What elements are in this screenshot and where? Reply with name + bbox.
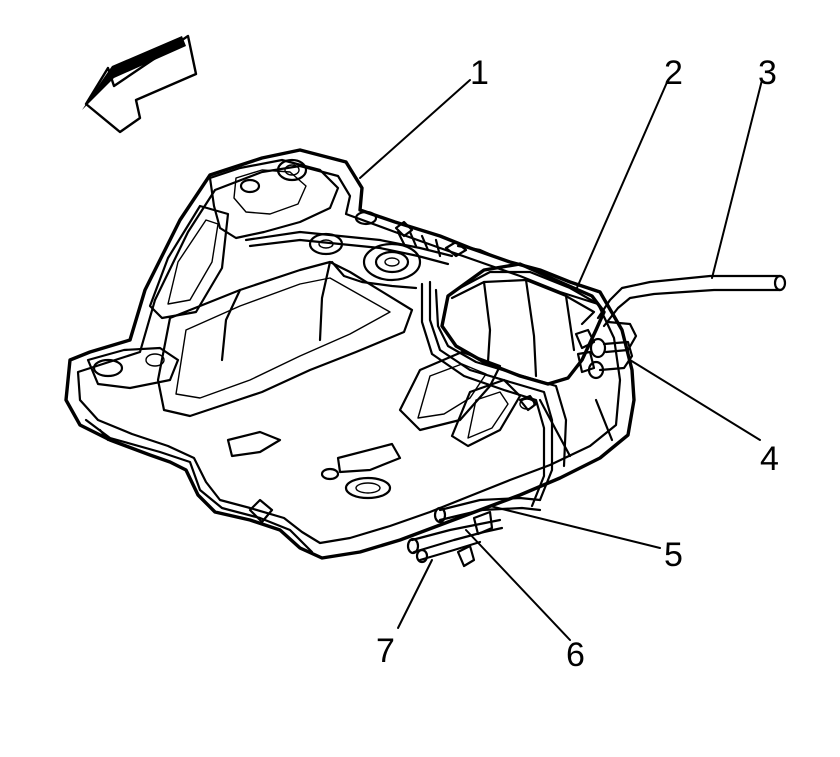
leader-line-1: [359, 79, 471, 179]
leader-line-6: [465, 529, 571, 641]
vent-hose: [587, 274, 787, 380]
callout-labels: 1 2 3 4 5 6 7: [376, 54, 779, 674]
evap-canister: [440, 262, 606, 386]
leader-line-2: [575, 79, 669, 291]
callout-5: 5: [664, 536, 683, 574]
front-connectors: [406, 496, 542, 568]
callout-6: 6: [566, 636, 585, 674]
callout-3: 3: [758, 54, 777, 92]
leader-line-7: [397, 559, 433, 629]
leader-line-4: [629, 359, 761, 441]
leader-line-3: [711, 79, 763, 279]
leader-lines: [359, 79, 763, 641]
callout-2: 2: [664, 54, 683, 92]
leader-line-5: [489, 505, 661, 549]
fuel-tank: [64, 148, 636, 560]
callout-7: 7: [376, 632, 395, 670]
front-direction-arrow-icon: [82, 34, 198, 134]
callout-4: 4: [760, 440, 779, 478]
callout-1: 1: [470, 54, 489, 92]
